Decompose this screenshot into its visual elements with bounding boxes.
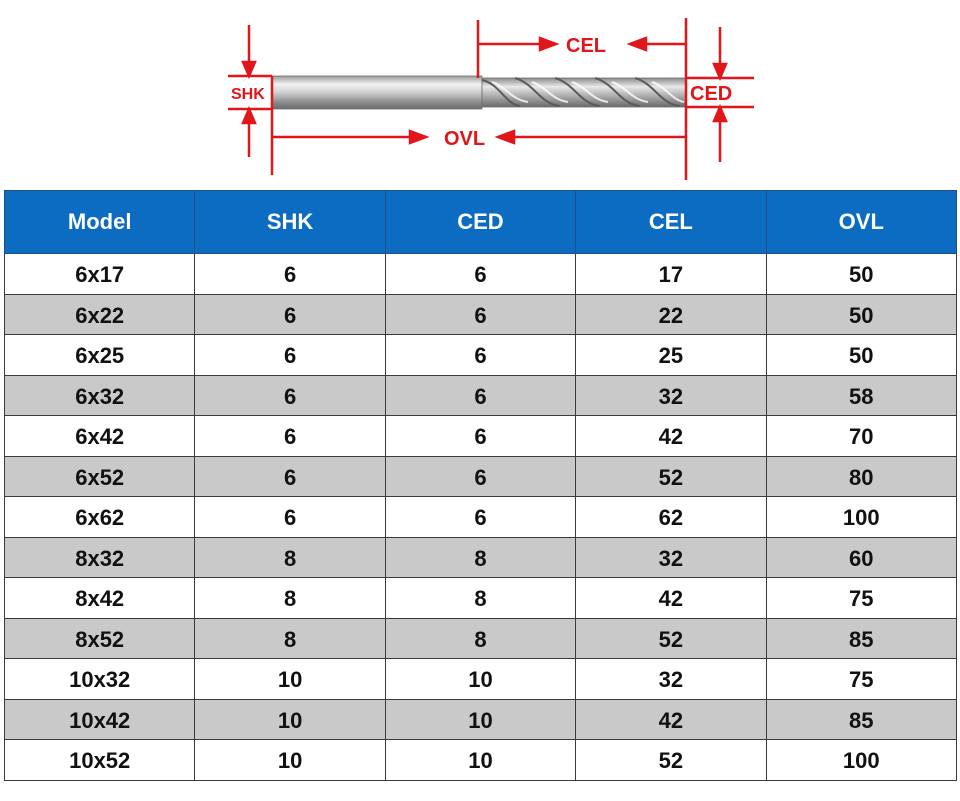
ced-cell: 6 [384,253,577,295]
shk-cell: 8 [194,536,386,578]
shk-cell: 10 [194,698,386,740]
ovl-cell: 50 [765,334,958,376]
ced-cell: 6 [384,455,577,497]
shk-cell: 6 [194,253,386,295]
column-header-model: Model [3,190,196,254]
cel-cell: 52 [575,455,767,497]
ced-cell: 6 [384,293,577,335]
shk-cell: 6 [194,334,386,376]
model-cell: 10x52 [3,739,196,781]
shk-cell: 6 [194,455,386,497]
column-header-cel: CEL [575,190,767,254]
model-cell: 6x42 [3,415,196,457]
shk-label: SHK [231,86,265,103]
model-cell: 8x52 [3,617,196,659]
end-mill-dimension-diagram: SHK CEL CED OVL [228,18,754,180]
dimension-lines [228,18,754,180]
ced-cell: 10 [384,698,577,740]
ovl-cell: 60 [765,536,958,578]
model-cell: 6x25 [3,334,196,376]
cel-cell: 22 [575,293,767,335]
shk-cell: 6 [194,293,386,335]
shk-cell: 8 [194,617,386,659]
cel-cell: 17 [575,253,767,295]
cel-cell: 32 [575,536,767,578]
ovl-cell: 80 [765,455,958,497]
ovl-cell: 50 [765,253,958,295]
shk-cell: 8 [194,577,386,619]
shk-cell: 10 [194,739,386,781]
shk-cell: 6 [194,415,386,457]
end-mill-bit-illustration [271,75,687,110]
ced-cell: 8 [384,536,577,578]
shk-cell: 6 [194,374,386,416]
column-header-shk: SHK [194,190,386,254]
cel-cell: 32 [575,658,767,700]
ovl-cell: 58 [765,374,958,416]
cel-label: CEL [566,35,606,57]
shk-cell: 10 [194,658,386,700]
column-header-ovl: OVL [765,190,958,254]
model-cell: 6x32 [3,374,196,416]
ovl-cell: 85 [765,698,958,740]
cel-cell: 52 [575,739,767,781]
ced-cell: 8 [384,617,577,659]
ced-cell: 6 [384,415,577,457]
model-cell: 10x42 [3,698,196,740]
ovl-cell: 100 [765,496,958,538]
cel-cell: 25 [575,334,767,376]
ced-cell: 6 [384,496,577,538]
model-cell: 6x22 [3,293,196,335]
cel-cell: 42 [575,415,767,457]
ovl-cell: 50 [765,293,958,335]
cel-cell: 62 [575,496,767,538]
ced-cell: 8 [384,577,577,619]
cel-cell: 52 [575,617,767,659]
ced-cell: 6 [384,374,577,416]
ovl-cell: 75 [765,658,958,700]
ovl-cell: 70 [765,415,958,457]
header-row: Model SHK CED CEL OVL [3,190,958,254]
ovl-cell: 85 [765,617,958,659]
ced-cell: 6 [384,334,577,376]
model-cell: 8x32 [3,536,196,578]
model-cell: 8x42 [3,577,196,619]
table-header: Model SHK CED CEL OVL [3,190,958,254]
cel-cell: 42 [575,577,767,619]
ced-cell: 10 [384,658,577,700]
model-cell: 6x62 [3,496,196,538]
cel-cell: 32 [575,374,767,416]
ced-label: CED [690,83,732,105]
shank-body [271,75,483,110]
ced-cell: 10 [384,739,577,781]
model-cell: 6x52 [3,455,196,497]
ovl-label: OVL [444,128,485,150]
flute-highlights [491,81,685,103]
cel-cell: 42 [575,698,767,740]
flute-spirals [481,77,681,107]
ovl-cell: 75 [765,577,958,619]
column-header-ced: CED [384,190,577,254]
model-cell: 6x17 [3,253,196,295]
model-cell: 10x32 [3,658,196,700]
shk-cell: 6 [194,496,386,538]
ovl-cell: 100 [765,739,958,781]
